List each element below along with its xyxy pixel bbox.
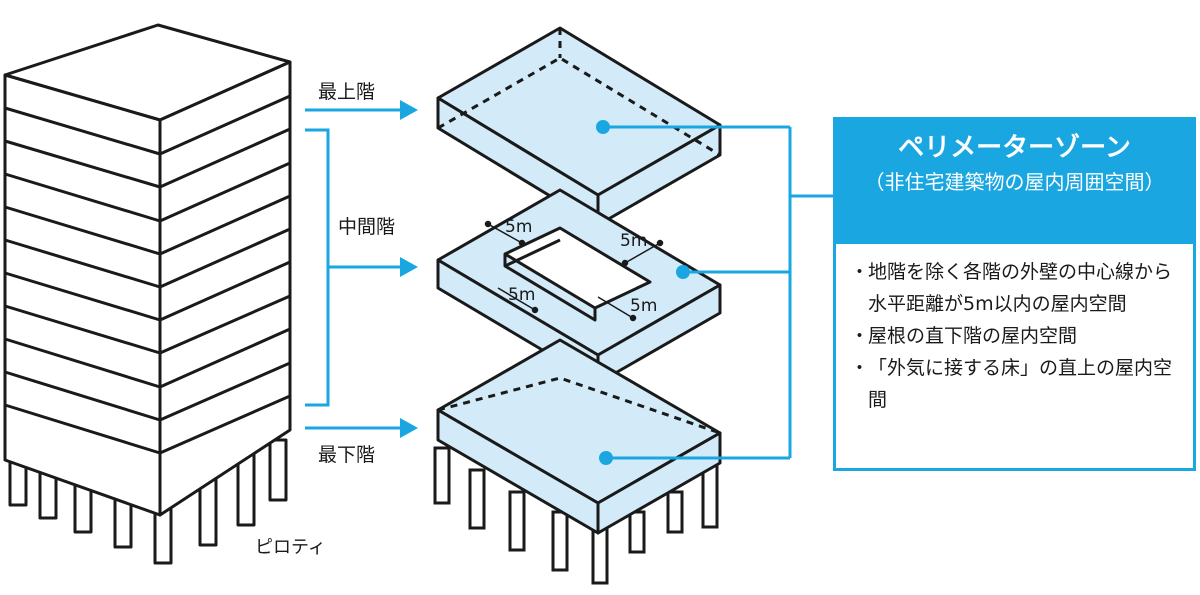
floor-arrows (305, 100, 418, 438)
label-5m-1: 5m (505, 217, 532, 237)
label-5m-4: 5m (630, 296, 657, 316)
building-illustration (3, 23, 292, 565)
list-item: ・地階を除く各階の外壁の中心線から水平距離が5m以内の屋内空間 (850, 261, 1173, 315)
bottom-floor-piloti (433, 446, 719, 585)
panel-title: ペリメーターゾーン (898, 133, 1131, 163)
connector-lines (603, 125, 833, 460)
list-item: ・「外気に接する床」の直上の屋内空間 (850, 357, 1173, 411)
perimeter-depth-markers (484, 220, 664, 322)
list-item: ・屋根の直下階の屋内空間 (850, 325, 1078, 347)
label-bottom-floor: 最下階 (318, 444, 375, 466)
perimeter-zone-panel: ペリメーターゾーン （非住宅建築物の屋内周囲空間） ・地階を除く各階の外壁の中心… (833, 117, 1196, 471)
panel-header: ペリメーターゾーン （非住宅建築物の屋内周囲空間） (836, 120, 1193, 244)
panel-subtitle: （非住宅建築物の屋内周囲空間） (864, 170, 1165, 194)
label-5m-2: 5m (620, 231, 647, 251)
building-floor-lines (4, 94, 291, 455)
connector-dots (596, 120, 690, 465)
building-right-face (158, 60, 292, 517)
label-5m-3: 5m (508, 285, 535, 305)
label-piloti: ピロティ (255, 537, 326, 558)
label-top-floor: 最上階 (318, 81, 375, 103)
middle-floor-bracket (305, 128, 330, 407)
label-middle-floor: 中間階 (338, 216, 395, 238)
panel-list: ・地階を除く各階の外壁の中心線から水平距離が5m以内の屋内空間 ・屋根の直下階の… (836, 244, 1193, 416)
